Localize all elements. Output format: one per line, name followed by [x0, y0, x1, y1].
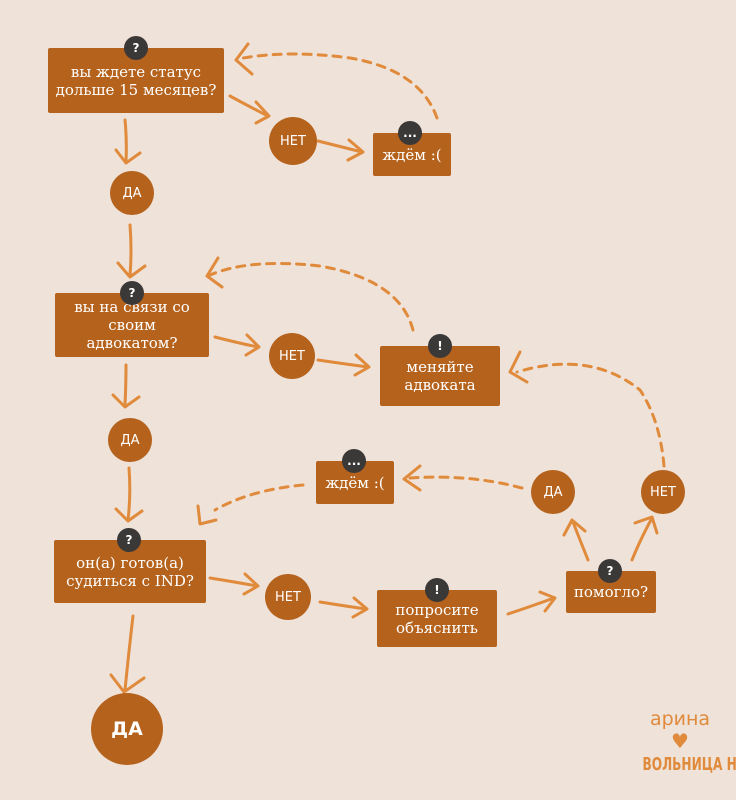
- arrow-q1-to-no1: [228, 94, 270, 118]
- answer-yes-1: ДА: [110, 171, 154, 215]
- ellipsis-badge-icon: ...: [342, 449, 366, 473]
- dashed-head-q1: [234, 42, 254, 76]
- dashed-head-change: [508, 350, 529, 384]
- arrowhead-q3-to-no3: [242, 572, 260, 596]
- arrow-yes1-to-q2: [128, 223, 133, 278]
- arrowhead-no1-to-wait1: [346, 138, 365, 162]
- arrowhead-yes1-to-q2: [116, 261, 147, 279]
- result-text: ждём :(: [325, 473, 385, 492]
- answer-no-1: НЕТ: [269, 117, 317, 165]
- arrowhead-ask-to-helped: [538, 590, 557, 613]
- question-badge-icon: ?: [598, 559, 622, 583]
- arrowhead-q3-to-final: [109, 673, 146, 694]
- answer-no-helped: НЕТ: [641, 470, 685, 514]
- question-badge-icon: ?: [120, 281, 144, 305]
- question-box-status-wait: вы ждете статус дольше 15 месяцев?: [48, 48, 224, 113]
- arrow-no3-to-ask: [318, 600, 368, 611]
- answer-no-2: НЕТ: [269, 333, 315, 379]
- arrowhead-helped-to-no: [633, 515, 659, 535]
- ellipsis-badge-icon: ...: [398, 121, 422, 145]
- arrowhead-q1-to-yes1: [114, 148, 142, 165]
- dashed-change-to-q2: [208, 261, 415, 332]
- dashed-yes-helped-to-wait2: [408, 475, 524, 490]
- arrowhead-no3-to-ask: [351, 596, 369, 619]
- arrow-q2-to-no2: [213, 335, 260, 349]
- result-box-ask-explain: попросите объяснить: [377, 590, 497, 647]
- result-text: ждём :(: [382, 145, 442, 164]
- question-box-sue-ind: он(а) готов(а) судиться с IND?: [54, 540, 206, 603]
- question-text: помогло?: [573, 583, 649, 601]
- arrow-q1-to-yes1: [123, 118, 128, 164]
- answer-yes-2: ДА: [108, 418, 152, 462]
- arrowhead-q1-to-no1: [254, 100, 271, 125]
- arrow-helped-to-yes: [571, 520, 590, 562]
- dashed-wait2-to-q3: [213, 483, 305, 512]
- dashed-no-helped-to-change: [515, 362, 666, 468]
- arrowhead-q2-to-no2: [244, 333, 261, 357]
- result-text: меняйте адвоката: [404, 358, 476, 394]
- arrow-no1-to-wait1: [316, 139, 364, 154]
- question-text: он(а) готов(а) судиться с IND?: [66, 553, 194, 590]
- question-text: вы ждете статус дольше 15 месяцев?: [55, 62, 217, 99]
- arrow-ask-to-helped: [506, 596, 556, 616]
- question-text: вы на связи со своим адвокатом?: [74, 298, 190, 352]
- final-answer-yes: ДА: [91, 693, 163, 765]
- dashed-head-q2: [205, 256, 224, 289]
- exclamation-badge-icon: !: [428, 334, 452, 358]
- arrow-q3-to-final: [123, 614, 135, 692]
- answer-no-3: НЕТ: [265, 574, 311, 620]
- author-name: арина: [649, 708, 711, 730]
- arrowhead-q2-to-yes2: [111, 393, 141, 409]
- heart-icon: ♥: [671, 729, 689, 753]
- answer-yes-helped: ДА: [531, 470, 575, 514]
- arrowhead-yes2-to-q3: [114, 507, 144, 523]
- brand-logo: ВОЛЬНИЦА НЛ: [642, 754, 736, 775]
- dashed-wait1-to-q1: [241, 52, 439, 120]
- result-text: попросите объяснить: [395, 600, 479, 637]
- arrow-q3-to-no3: [208, 576, 259, 588]
- dashed-head-wait2: [402, 464, 422, 492]
- arrowhead-no2-to-change: [353, 353, 371, 377]
- arrowhead-helped-to-yes: [562, 518, 587, 537]
- question-badge-icon: ?: [117, 528, 141, 552]
- arrow-yes2-to-q3: [126, 466, 132, 522]
- arrow-helped-to-no: [630, 516, 654, 562]
- question-badge-icon: ?: [124, 36, 148, 60]
- dashed-head-q3: [196, 504, 218, 526]
- signature: арина ♥ ВОЛЬНИЦА НЛ: [630, 708, 736, 778]
- arrow-q2-to-yes2: [123, 363, 128, 407]
- exclamation-badge-icon: !: [425, 578, 449, 602]
- result-box-wait-2: ждём :(: [316, 461, 394, 504]
- arrow-no2-to-change: [316, 358, 370, 369]
